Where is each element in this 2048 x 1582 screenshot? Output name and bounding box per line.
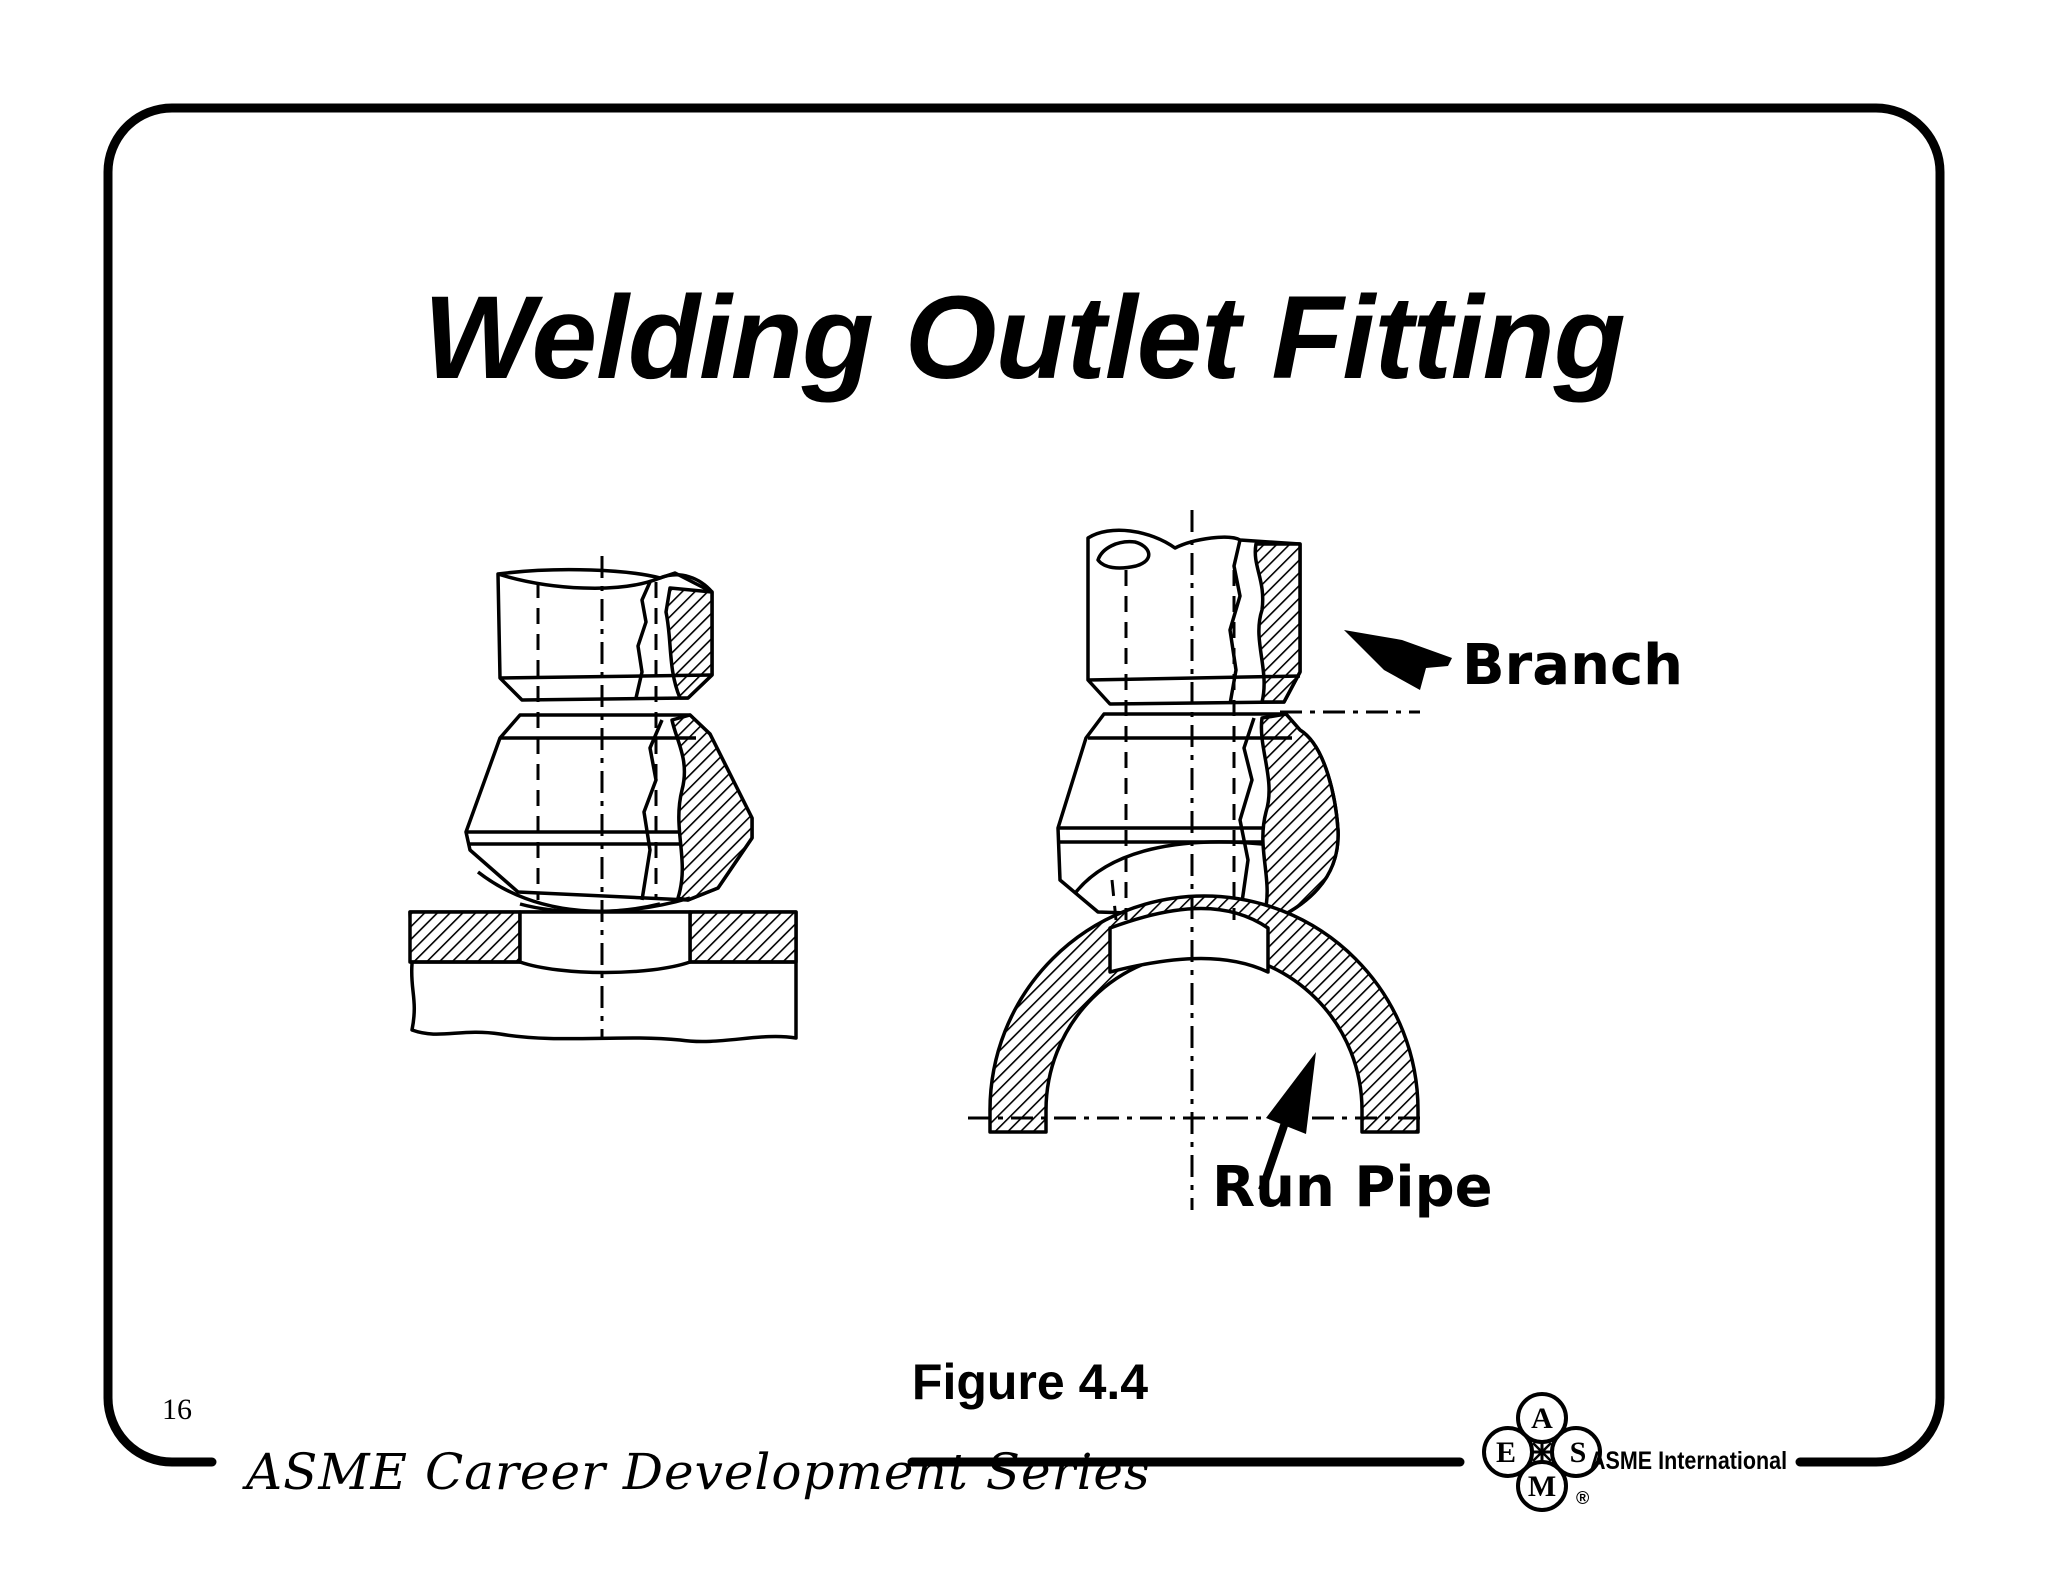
right-hidden-lines: [1110, 570, 1236, 921]
left-branch-hatch: [664, 586, 714, 700]
left-fitting-hatch: [670, 713, 754, 902]
figure-caption: Figure 4.4: [911, 1354, 1149, 1410]
organization-name: ASME International: [1590, 1447, 1788, 1475]
slide-frame: [103, 103, 1945, 1467]
right-branch-top-opening: [1096, 539, 1151, 570]
emblem-letter-m: M: [1528, 1470, 1556, 1503]
slide-title: Welding Outlet Fitting: [423, 272, 1626, 404]
branch-label: Branch: [1462, 633, 1684, 698]
right-run-pipe-saddle: [1108, 906, 1270, 974]
left-run-plate-hatch-left: [408, 910, 522, 964]
series-name: ASME Career Development Series: [246, 1443, 1151, 1501]
emblem-letter-a: A: [1531, 1402, 1553, 1435]
right-branch-hatch: [1253, 542, 1302, 704]
run-pipe-label: Run Pipe: [1212, 1155, 1493, 1220]
right-fitting-hatch: [1259, 712, 1340, 920]
emblem-letter-e: E: [1496, 1436, 1516, 1469]
asme-emblem: A S M E ®: [1482, 1392, 1602, 1512]
right-fitting-break: [1238, 717, 1256, 917]
left-fitting-break: [640, 719, 664, 901]
page-number: 16: [162, 1393, 192, 1426]
right-run-pipe: [988, 894, 1420, 1134]
right-centerlines: [968, 510, 1420, 1210]
registered-mark: ®: [1576, 1488, 1589, 1508]
emblem-letter-s: S: [1570, 1436, 1587, 1469]
left-hidden-lines: [536, 582, 658, 900]
branch-arrow: [1344, 630, 1452, 690]
right-fitting-drawing: [988, 528, 1420, 1134]
run-pipe-arrow: [1258, 1052, 1316, 1192]
left-run-plate-hatch-right: [688, 910, 798, 964]
